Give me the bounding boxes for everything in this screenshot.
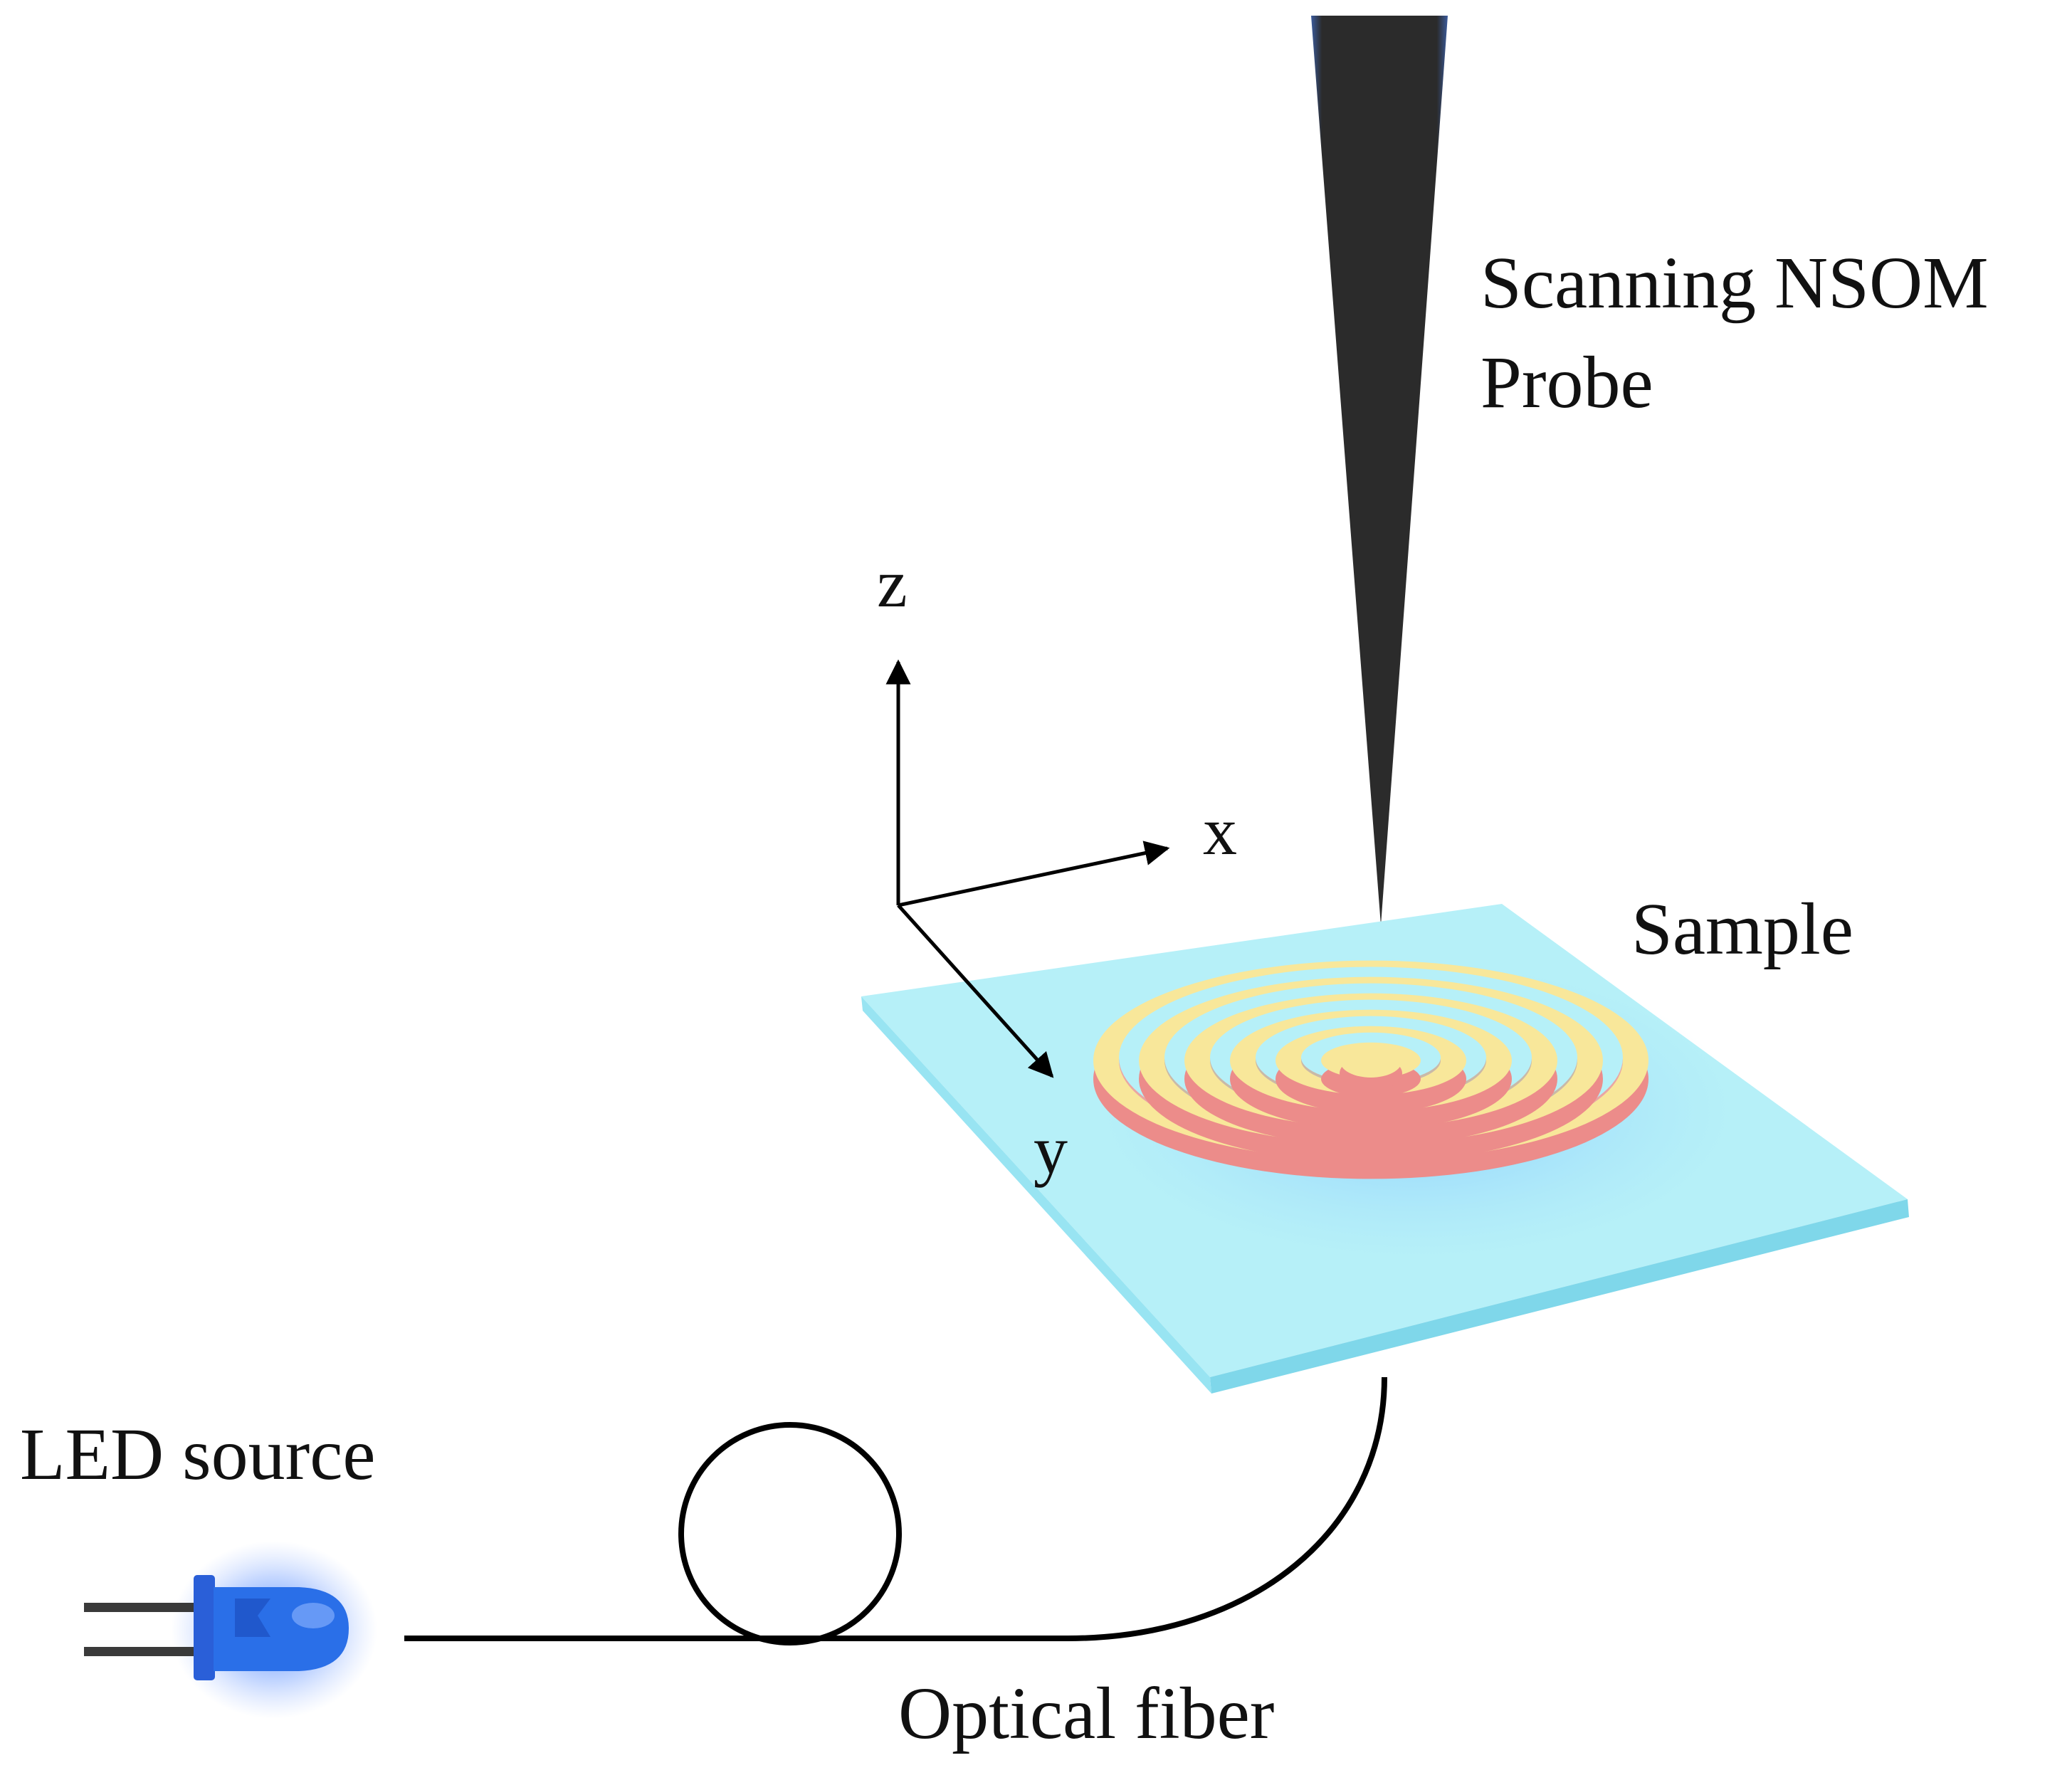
fiber-loop <box>678 1422 902 1645</box>
y-axis-label: y <box>1034 1112 1068 1188</box>
probe-label-line2: Probe <box>1481 342 1653 423</box>
probe-label-line1: Scanning NSOM <box>1481 242 1989 324</box>
sample-label: Sample <box>1631 888 1853 970</box>
z-axis-label: z <box>877 545 908 621</box>
x-axis-arrow <box>898 841 1170 907</box>
led-icon <box>84 1541 377 1719</box>
optical-fiber <box>404 1376 1387 1645</box>
nsom-probe <box>1311 16 1448 925</box>
center-disk-top <box>1340 1043 1402 1078</box>
fiber-label: Optical fiber <box>898 1673 1274 1754</box>
led-label: LED source <box>20 1413 376 1495</box>
y-axis-arrow <box>897 904 1054 1078</box>
x-axis-label: x <box>1203 793 1237 869</box>
coordinate-axes: z x y <box>877 545 1237 1188</box>
concentric-ring-sample <box>1093 960 1648 1179</box>
fiber-line <box>404 1376 1387 1641</box>
